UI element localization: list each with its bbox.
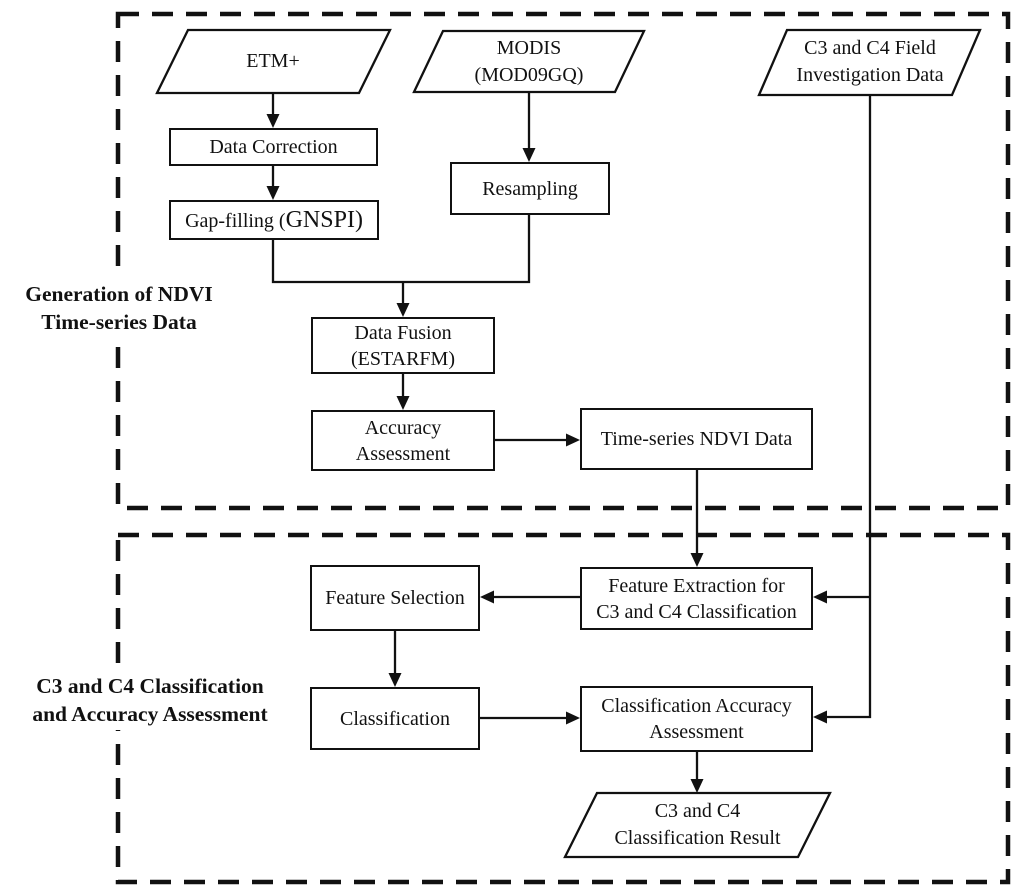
section1-dashed-border (115, 11, 1011, 511)
section2-label-line2: and Accuracy Assessment (32, 702, 268, 726)
node-classification: Classification (310, 687, 480, 750)
node-label: Time-series NDVI Data (600, 428, 793, 450)
node-label: Feature Selection (325, 587, 465, 609)
flow-lines (271, 92, 872, 780)
arrow-into-selection (480, 590, 494, 604)
node-label-line1: Accuracy (364, 416, 442, 439)
node-label-line2: C3 and C4 Classification (596, 600, 797, 623)
section1-label-line1: Generation of NDVI (25, 282, 213, 306)
line-fielddata-down (826, 95, 872, 719)
arrow-into-extraction-right (813, 590, 827, 604)
node-label-line2: Assessment (355, 442, 451, 465)
section2-label: C3 and C4 Classification and Accuracy As… (3, 670, 297, 730)
node-label-line2: Assessment (649, 721, 744, 743)
arrow-into-resampling (522, 148, 536, 162)
node-gap-filling: Gap-filling (GNSPI) (169, 200, 379, 240)
node-label-line1: MODIS (496, 36, 562, 59)
gap-filling-label-prefix: Gap-filling ( (185, 209, 286, 232)
section1-label-line2: Time-series Data (41, 310, 197, 334)
node-classification-result: C3 and C4 Classification Result (587, 794, 808, 855)
field-data-shape (757, 28, 982, 97)
arrow-into-classification (388, 673, 402, 687)
node-timeseries-ndvi: Time-series NDVI Data (580, 408, 813, 470)
result-shape (563, 791, 832, 859)
node-label: Gap-filling (GNSPI) (185, 207, 363, 234)
section2-dashed-border (115, 532, 1011, 885)
gap-filling-label-acronym: GNSPI) (285, 206, 363, 233)
arrow-into-result (690, 779, 704, 793)
node-resampling: Resampling (450, 162, 610, 215)
line-merge-gapfilling-resampling (271, 215, 531, 284)
arrow-into-accuracy (396, 396, 410, 410)
arrow-into-fusion (396, 303, 410, 317)
modis-shape (412, 29, 646, 94)
node-data-correction: Data Correction (169, 128, 378, 166)
arrow-into-caa-right (813, 710, 827, 724)
node-label-line1: C3 and C4 Field (804, 37, 936, 59)
node-label: ETM+ (246, 49, 300, 72)
node-label-line2: Classification Result (614, 826, 781, 849)
arrow-into-timeseries (566, 433, 580, 447)
node-feature-extraction: Feature Extraction for C3 and C4 Classif… (580, 567, 813, 630)
arrow-into-caa-left (566, 711, 580, 725)
arrow-into-correction (266, 114, 280, 128)
section1-label: Generation of NDVI Time-series Data (1, 278, 237, 338)
node-label-line2: (ESTARFM) (351, 347, 455, 370)
node-label: Classification (340, 707, 450, 730)
node-accuracy-assessment: Accuracy Assessment (311, 410, 495, 471)
arrowheads (266, 114, 827, 793)
node-label: Data Correction (209, 136, 338, 158)
parallelogram-shapes (155, 28, 982, 859)
node-label-line1: Classification Accuracy (601, 695, 792, 717)
node-data-fusion: Data Fusion (ESTARFM) (311, 317, 495, 374)
section-borders (115, 11, 1011, 885)
node-label-line2: (MOD09GQ) (474, 63, 584, 86)
node-field-investigation-data: C3 and C4 Field Investigation Data (769, 31, 971, 93)
node-classification-accuracy: Classification Accuracy Assessment (580, 686, 813, 752)
node-label-line2: Investigation Data (796, 64, 944, 86)
section2-label-line1: C3 and C4 Classification (36, 674, 264, 698)
node-label-line1: C3 and C4 (654, 799, 741, 822)
node-feature-selection: Feature Selection (310, 565, 480, 631)
node-label-line1: Data Fusion (354, 321, 452, 344)
etm-shape (155, 28, 392, 95)
node-label-line1: Feature Extraction for (608, 574, 785, 597)
node-modis: MODIS (MOD09GQ) (444, 32, 614, 91)
node-etm: ETM+ (193, 30, 353, 92)
arrow-into-extraction-top (690, 553, 704, 567)
node-label: Resampling (482, 177, 578, 200)
arrow-into-gapfilling (266, 186, 280, 200)
